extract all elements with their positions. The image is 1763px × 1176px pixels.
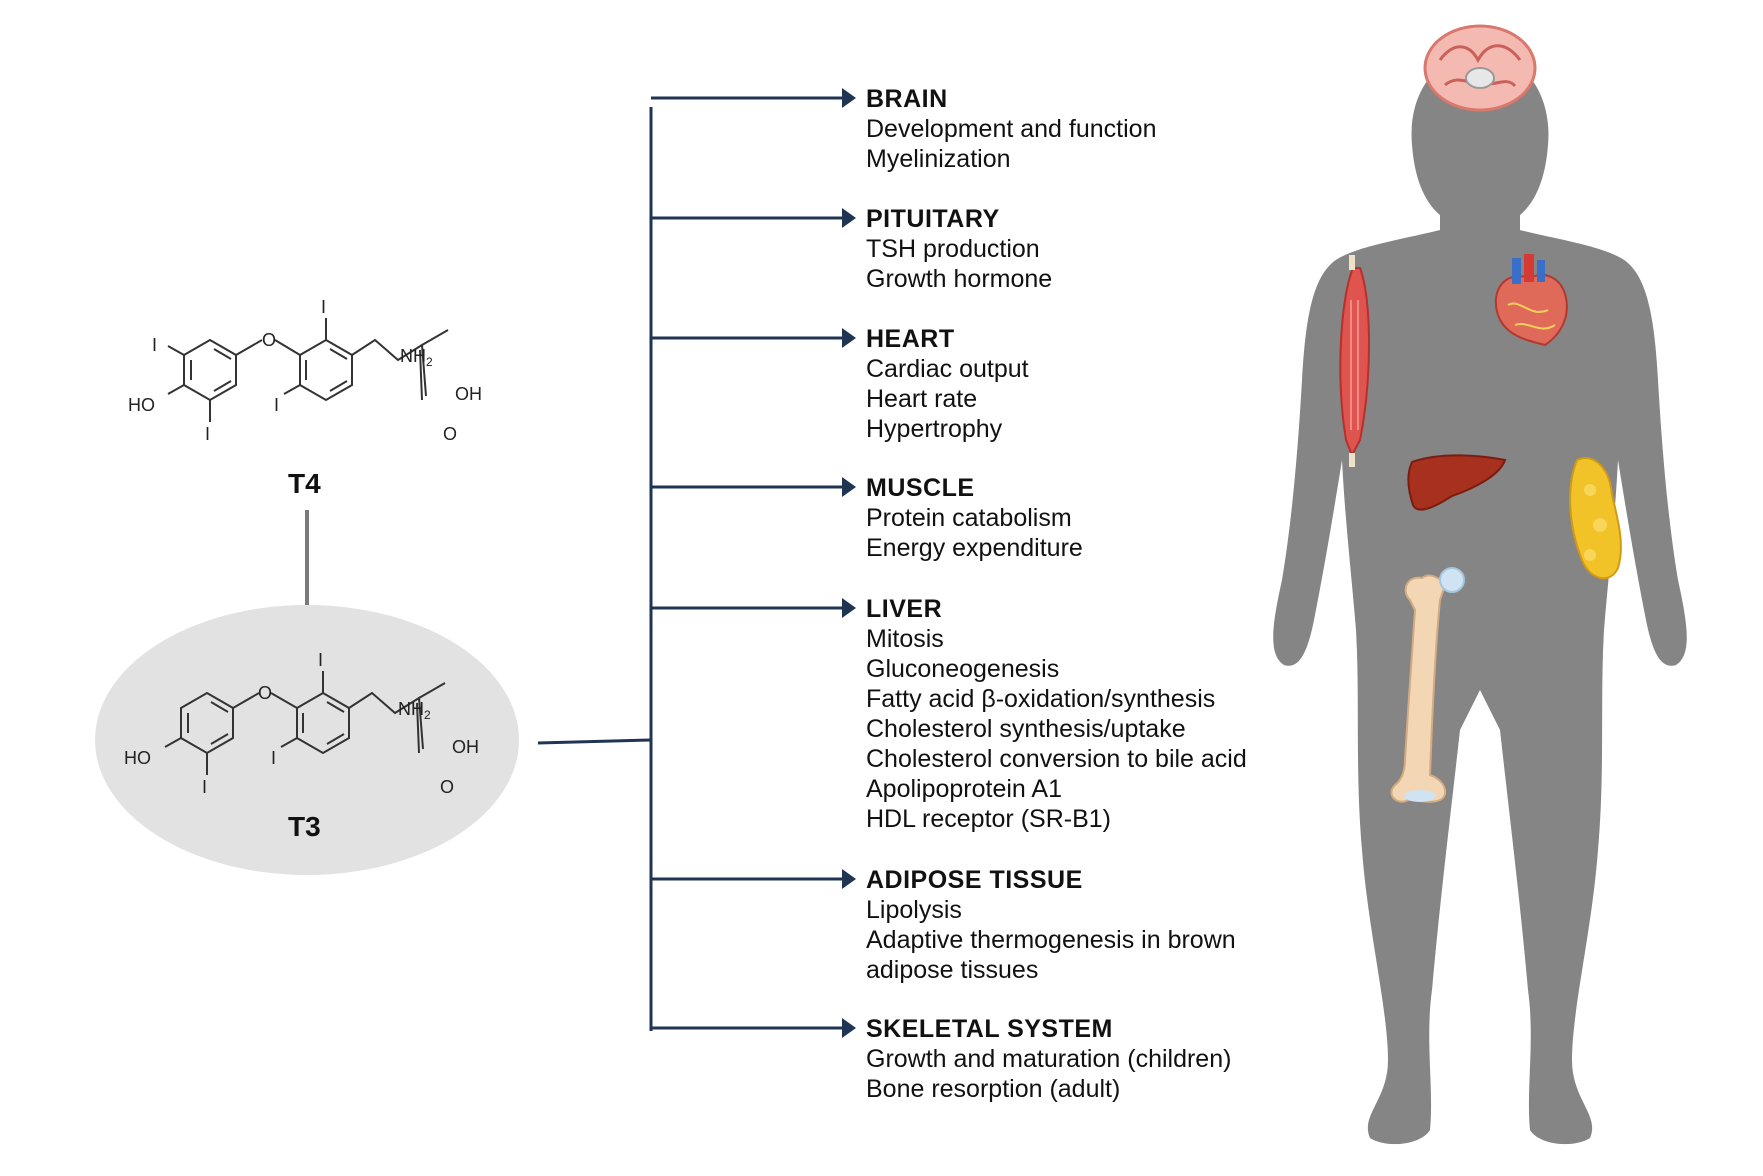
organ-effect-item: Energy expenditure [866, 534, 1083, 562]
organ-title-pituitary: PITUITARY [866, 205, 1000, 233]
branch-arrowhead-muscle [842, 477, 856, 497]
organ-title-skeletal-system: SKELETAL SYSTEM [866, 1015, 1113, 1043]
organ-effect-item: Gluconeogenesis [866, 655, 1059, 683]
t3-atom-o: O [258, 683, 272, 703]
organ-effect-item: HDL receptor (SR-B1) [866, 805, 1111, 833]
organ-effect-item: Cholesterol synthesis/uptake [866, 715, 1186, 743]
liver-icon [1407, 454, 1507, 511]
t4-atom-i: I [205, 424, 210, 444]
organ-effect-item: Growth hormone [866, 265, 1052, 293]
organ-effect-item: adipose tissues [866, 956, 1038, 984]
t3-atom-i: I [202, 777, 207, 797]
t3-connector [537, 738, 652, 745]
organ-title-heart: HEART [866, 325, 955, 353]
organ-effect-item: Apolipoprotein A1 [866, 775, 1062, 803]
t3-atom-oh: OH [452, 737, 479, 757]
branch-arrowhead-adipose-tissue [842, 869, 856, 889]
branch-arrowhead-heart [842, 328, 856, 348]
organ-effect-item: Bone resorption (adult) [866, 1075, 1120, 1103]
organ-effect-item: Mitosis [866, 625, 944, 653]
branch-arrowhead-pituitary [842, 208, 856, 228]
organ-effect-item: Growth and maturation (children) [866, 1045, 1231, 1073]
t3-atom-i: I [318, 650, 323, 670]
t4-atom-oh: OH [455, 384, 482, 404]
t3-label: T3 [288, 811, 321, 842]
organ-title-brain: BRAIN [866, 85, 948, 113]
organ-effect-item: Myelinization [866, 145, 1011, 173]
organ-effect-item: Cholesterol conversion to bile acid [866, 745, 1247, 773]
connector-tree [537, 107, 653, 1031]
t4-atom-ho: HO [128, 395, 155, 415]
organ-title-liver: LIVER [866, 595, 942, 623]
t3-atom-nh2: NH2 [398, 699, 431, 722]
connector-branches [651, 88, 856, 1038]
t4-atom-nh2: NH2 [400, 346, 433, 369]
organ-title-muscle: MUSCLE [866, 474, 975, 502]
t3-highlight-ellipse [95, 605, 519, 875]
t3-atom-ho: HO [124, 748, 151, 768]
branch-arrowhead-skeletal-system [842, 1018, 856, 1038]
t4-label: T4 [288, 468, 321, 499]
adipose-icon [1569, 457, 1622, 580]
organ-title-adipose-tissue: ADIPOSE TISSUE [866, 866, 1083, 894]
t3-atom-o: O [440, 777, 454, 797]
organ-effect-item: Lipolysis [866, 896, 962, 924]
branch-arrowhead-liver [842, 598, 856, 618]
brain-icon [1423, 24, 1537, 112]
t4-atom-i: I [274, 395, 279, 415]
t4-atom-o: O [443, 424, 457, 444]
organ-effect-item: TSH production [866, 235, 1040, 263]
organ-effect-item: Hypertrophy [866, 415, 1003, 443]
heart-icon [1494, 254, 1568, 347]
organ-effect-item: Adaptive thermogenesis in brown [866, 926, 1236, 954]
body-figure [1273, 24, 1687, 1145]
organ-effect-item: Heart rate [866, 385, 977, 413]
femur-bone-icon [1390, 567, 1465, 803]
organ-effect-item: Cardiac output [866, 355, 1029, 383]
organ-effect-item: Protein catabolism [866, 504, 1072, 532]
t4-atom-i: I [321, 297, 326, 317]
t4-structure: I HO I O I I NH2 OH O [128, 297, 482, 444]
muscle-icon [1339, 255, 1370, 467]
t3-structure: HO I O I I NH2 OH O [124, 650, 479, 797]
t4-atom-i: I [152, 335, 157, 355]
t4-right-ring [299, 338, 353, 402]
organ-effect-item: Fatty acid β-oxidation/synthesis [866, 685, 1215, 713]
organ-effect-item: Development and function [866, 115, 1156, 143]
branch-arrowhead-brain [842, 88, 856, 108]
body-silhouette [1273, 55, 1687, 1145]
t4-atom-o: O [262, 330, 276, 350]
t3-atom-i: I [271, 748, 276, 768]
